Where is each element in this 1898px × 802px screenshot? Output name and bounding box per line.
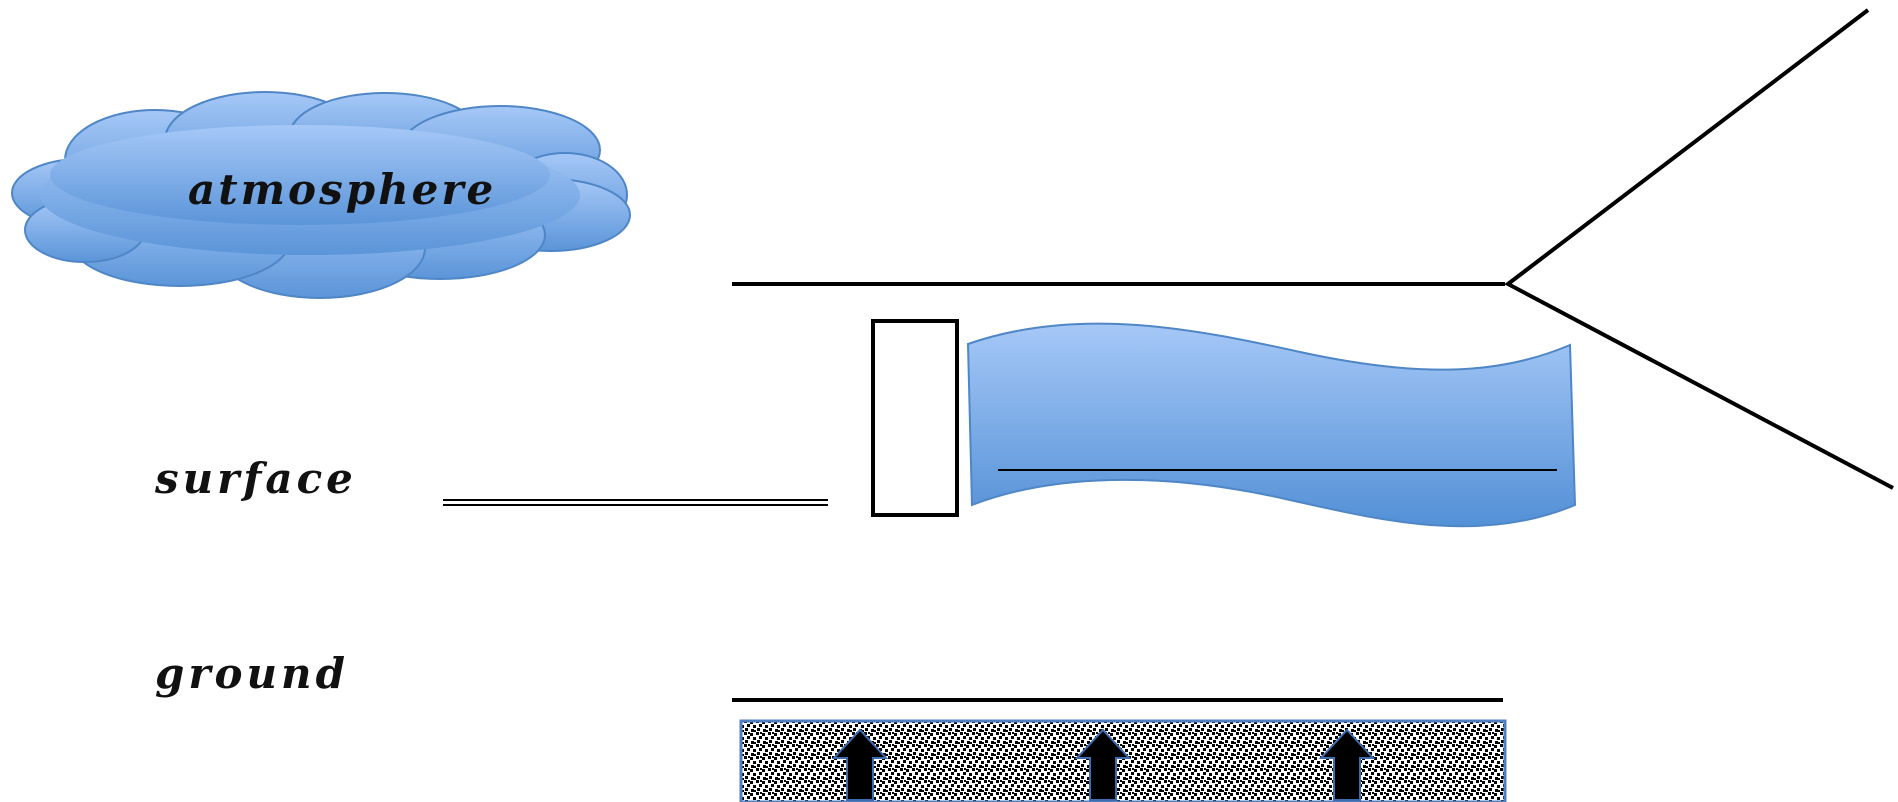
empty-box [871,319,959,517]
arrow-up-icon [1074,728,1132,801]
water-body-icon [966,322,1577,528]
atmosphere-label: atmosphere [188,165,496,214]
cloud-icon [11,91,631,299]
surface-blank-line [443,499,828,506]
sector-wedge [1504,8,1894,490]
arrow-up-icon [1318,728,1376,801]
ground-arrows [831,728,1376,801]
surface-label: surface [154,454,357,503]
arrow-up-icon [831,728,889,801]
ground-label: ground [155,649,349,698]
